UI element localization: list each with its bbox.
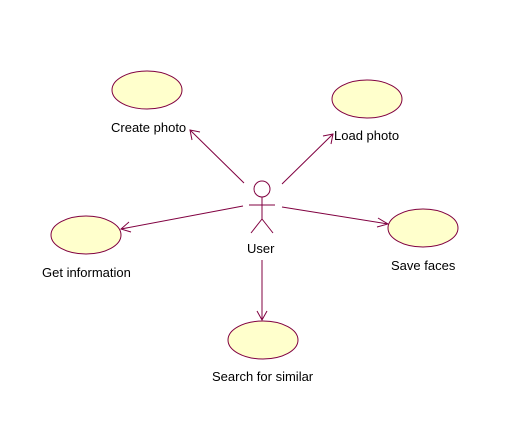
use-case-search-similar[interactable]: Search for similar [212, 320, 314, 384]
arrow-head [119, 221, 132, 233]
arrow-head [376, 217, 390, 228]
association-create-photo [189, 129, 245, 184]
association-line [189, 129, 245, 184]
use-case-create-photo[interactable]: Create photo [111, 70, 186, 135]
use-case-ellipse[interactable] [111, 70, 183, 110]
use-case-label: Save faces [391, 258, 456, 273]
arrow-head [322, 133, 334, 145]
association-search-similar [256, 260, 268, 322]
use-case-label: Get information [42, 265, 131, 280]
actor-head [253, 180, 271, 198]
association-load-photo [281, 133, 334, 185]
use-case-save-faces[interactable]: Save faces [387, 208, 459, 273]
use-case-ellipse[interactable] [227, 320, 299, 360]
association-save-faces [281, 206, 390, 228]
use-case-get-information[interactable]: Get information [42, 215, 131, 280]
arrow-head [256, 310, 268, 322]
actor-left-leg [250, 218, 263, 234]
actor-user[interactable]: User [247, 180, 275, 256]
use-case-load-photo[interactable]: Load photo [331, 79, 403, 143]
use-case-ellipse[interactable] [387, 208, 459, 248]
use-case-ellipse[interactable] [50, 215, 122, 255]
association-line [281, 133, 334, 185]
actor-label: User [247, 241, 275, 256]
use-case-label: Search for similar [212, 369, 314, 384]
use-case-label: Load photo [334, 128, 399, 143]
association-get-information [119, 205, 244, 233]
association-line [281, 206, 389, 225]
use-case-label: Create photo [111, 120, 186, 135]
arrow-head [189, 129, 201, 141]
use-case-ellipse[interactable] [331, 79, 403, 119]
actor-right-leg [261, 218, 274, 234]
association-line [120, 205, 244, 230]
